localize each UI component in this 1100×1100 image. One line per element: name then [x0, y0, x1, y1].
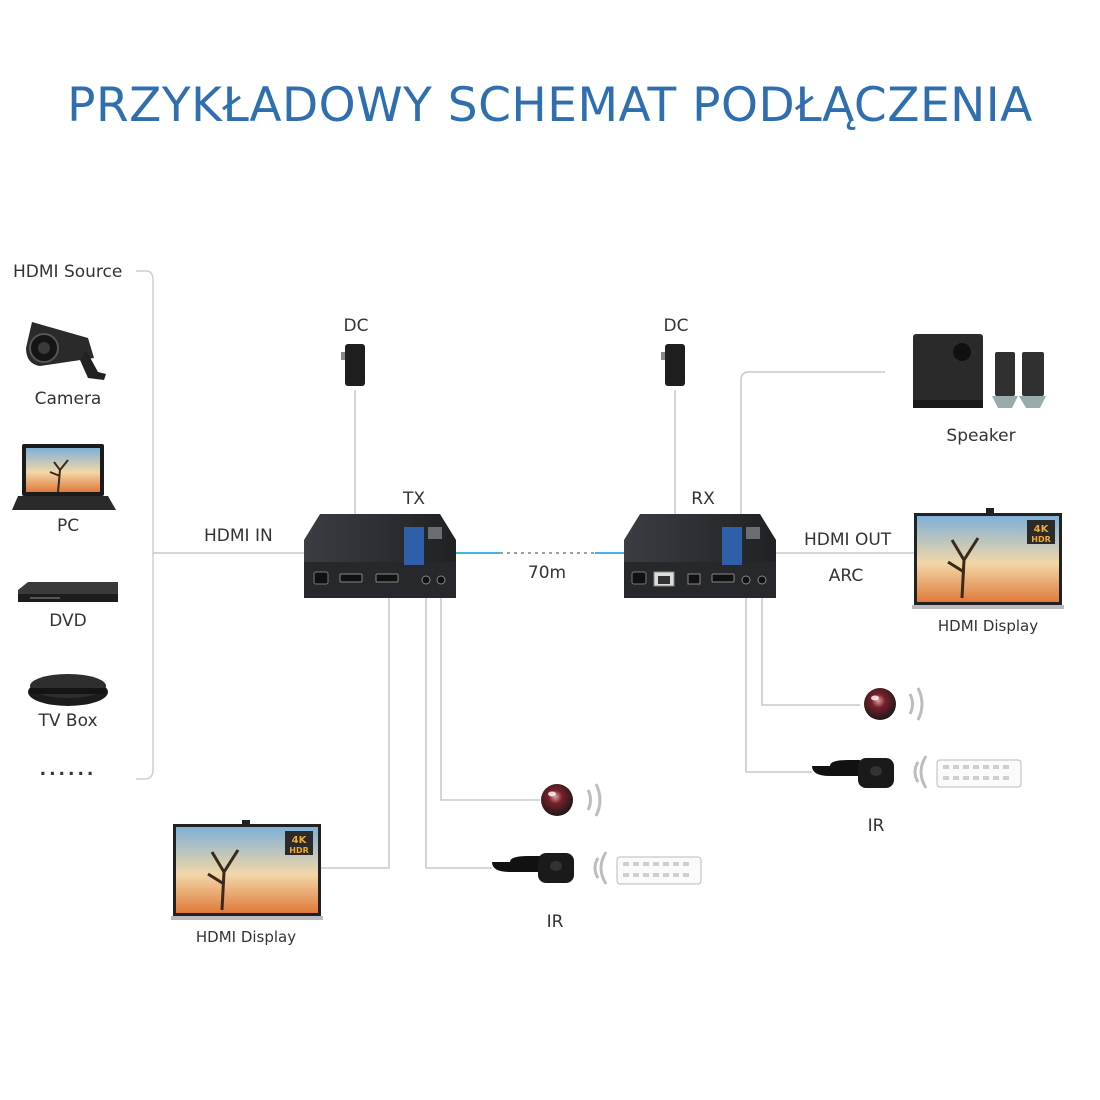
rx-speaker-wire: [740, 371, 885, 541]
rx-remote-icon: [936, 759, 1022, 788]
laptop-icon: [12, 444, 116, 510]
arc-label: ARC: [828, 566, 864, 586]
tx-remote-icon: [616, 856, 702, 885]
tx-dc-adapter-icon: [341, 344, 365, 386]
rx-ir-blaster-icon: [812, 755, 928, 789]
rx-display-label: HDMI Display: [937, 617, 1039, 635]
rx-ir-out-wire: [745, 598, 812, 773]
speaker-label: Speaker: [946, 426, 1016, 446]
rx-hdmi-display-icon: 4K HDR: [912, 508, 1064, 609]
wires: [153, 371, 915, 869]
tx-label: TX: [402, 489, 426, 509]
tx-ir-label: IR: [546, 912, 564, 932]
svg-text:4K: 4K: [1034, 524, 1050, 535]
tx-dc-label: DC: [343, 316, 369, 336]
svg-text:HDR: HDR: [1031, 535, 1051, 544]
dvd-player-icon: [18, 582, 118, 602]
rx-ir-in-wire: [761, 598, 860, 706]
device-label-tv-box: TV Box: [38, 711, 98, 731]
svg-text:4K: 4K: [292, 835, 308, 846]
tx-hdmi-out-wire: [320, 598, 390, 869]
tv-box-icon: [28, 674, 108, 706]
hdmi-out-label: HDMI OUT: [804, 530, 892, 550]
hdmi-in-label: HDMI IN: [204, 526, 273, 546]
rx-ir-receiver-icon: [864, 687, 924, 721]
device-label-dvd: DVD: [49, 611, 87, 631]
source-bracket: [136, 270, 154, 780]
source-group-heading: HDMI Source: [13, 262, 123, 282]
device-label-camera: Camera: [34, 389, 102, 409]
device-label-pc: PC: [56, 516, 80, 536]
rx-dc-adapter-icon: [661, 344, 685, 386]
tx-display-label: HDMI Display: [195, 928, 297, 946]
tx-hdmi-display-icon: 4K HDR: [171, 820, 323, 920]
link-distance-label: 70m: [527, 563, 567, 583]
device-label-more: ......: [39, 760, 97, 780]
tx-extender-icon: [304, 514, 456, 598]
rx-dc-label: DC: [663, 316, 689, 336]
rx-ir-label: IR: [867, 816, 885, 836]
tx-ir-receiver-icon: [541, 783, 602, 817]
tx-ir-out-wire: [425, 598, 492, 869]
page-title: PRZYKŁADOWY SCHEMAT PODŁĄCZENIA: [67, 78, 1033, 133]
speaker-icon: [913, 334, 1046, 408]
svg-text:HDR: HDR: [289, 846, 309, 855]
tx-ir-in-wire: [440, 598, 540, 801]
camera-icon: [26, 322, 106, 380]
tx-ir-blaster-icon: [492, 851, 608, 885]
rx-label: RX: [691, 489, 715, 509]
rx-extender-icon: [624, 514, 776, 598]
